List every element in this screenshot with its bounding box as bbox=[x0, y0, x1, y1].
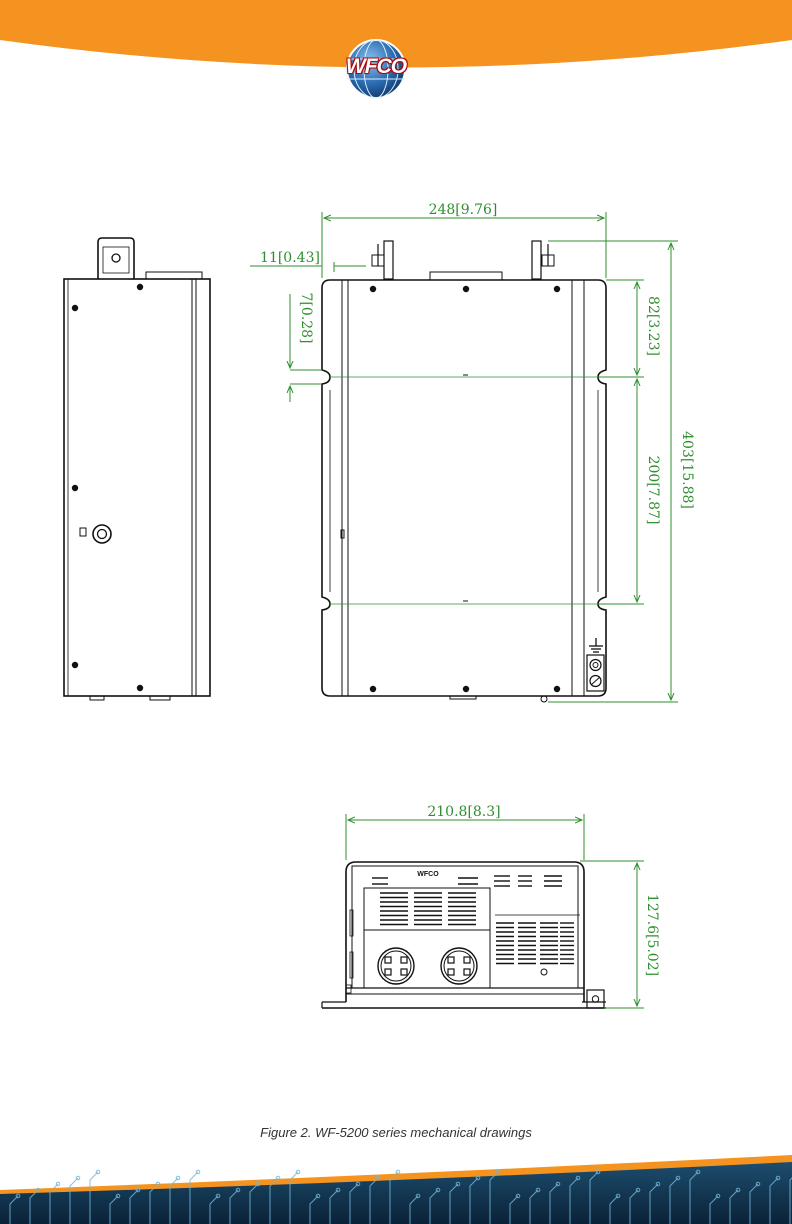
top-view-screws bbox=[370, 286, 560, 692]
top-view bbox=[322, 241, 606, 702]
dim-height-overall: 403[15.88] bbox=[679, 431, 695, 509]
figure-caption: Figure 2. WF-5200 series mechanical draw… bbox=[0, 1125, 792, 1140]
centerline-marks bbox=[463, 375, 468, 601]
dim-front-width: 210.8[8.3] bbox=[427, 804, 500, 820]
side-view bbox=[64, 238, 210, 700]
dim-slot-height: 7[0.28] bbox=[298, 292, 314, 343]
dim-width-overall: 248[9.76] bbox=[429, 202, 498, 218]
dim-slot-spacing: 200[7.87] bbox=[645, 456, 661, 525]
dim-front-height: 127.6[5.02] bbox=[644, 894, 660, 976]
front-view-vents bbox=[372, 876, 574, 964]
side-view-screws bbox=[72, 284, 143, 691]
footer-circuit-band bbox=[0, 1150, 792, 1224]
top-view-dimensions bbox=[250, 212, 678, 702]
dim-top-to-slot: 82[3.23] bbox=[645, 296, 661, 356]
front-brand-label: WFCO bbox=[417, 871, 439, 878]
ground-icon bbox=[589, 638, 603, 652]
dim-tab-offset: 11[0.43] bbox=[260, 250, 320, 266]
